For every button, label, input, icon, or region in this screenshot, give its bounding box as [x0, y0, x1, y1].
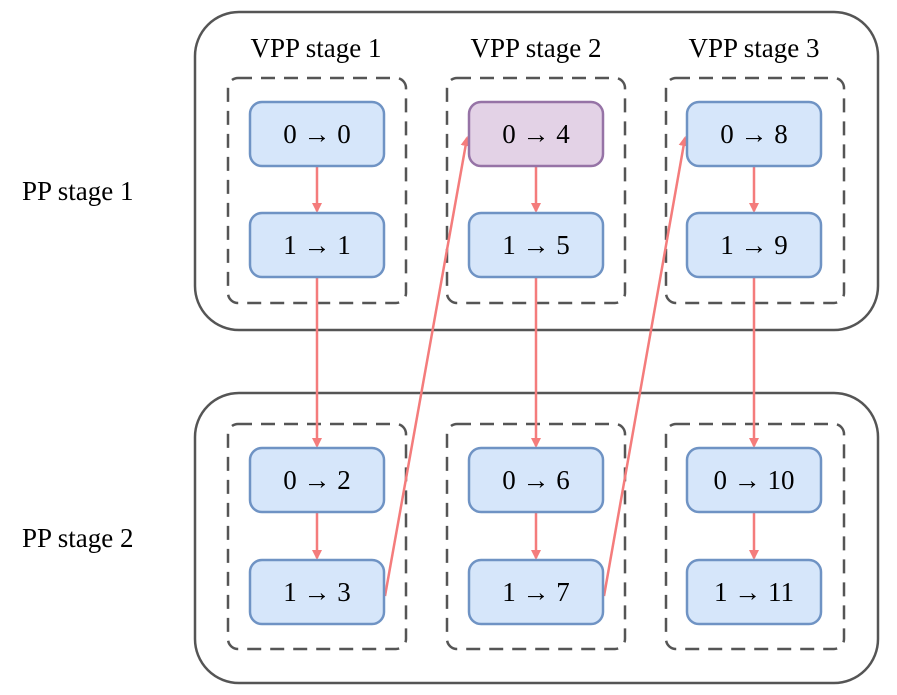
node-n8: 0 → 8 [685, 100, 823, 168]
node-n2: 0 → 2 [248, 446, 386, 514]
node-label: 0 → 8 [720, 119, 788, 149]
pp-stage-2-label: PP stage 2 [22, 523, 134, 553]
node-box [467, 100, 605, 168]
node-label: 1 → 11 [714, 577, 794, 607]
node-n1: 1 → 1 [248, 211, 386, 279]
node-n0: 0 → 0 [248, 100, 386, 168]
node-box [248, 211, 386, 279]
node-box [685, 100, 823, 168]
node-n10: 0 → 10 [685, 446, 823, 514]
node-box [467, 446, 605, 514]
node-box [685, 211, 823, 279]
node-label: 0 → 6 [502, 465, 570, 495]
vpp-stage-1-label: VPP stage 1 [250, 33, 381, 63]
node-label: 0 → 4 [502, 119, 570, 149]
node-box [467, 211, 605, 279]
edges-layer [312, 136, 759, 597]
pp-stage-1-label: PP stage 1 [22, 176, 134, 206]
nodes-layer: 0 → 0 1 → 1 0 → 2 1 → 3 0 → 4 1 → 5 0 → 6 1 → 7… [248, 100, 823, 626]
node-n5: 1 → 5 [467, 211, 605, 279]
node-box [248, 446, 386, 514]
node-n4: 0 → 4 [467, 100, 605, 168]
node-label: 0 → 0 [283, 119, 351, 149]
node-box [685, 558, 823, 626]
node-n3: 1 → 3 [248, 558, 386, 626]
node-box [467, 558, 605, 626]
edge-arrow-n7-n8 [602, 136, 689, 597]
node-n6: 0 → 6 [467, 446, 605, 514]
node-label: 1 → 3 [283, 577, 351, 607]
node-box [685, 446, 823, 514]
node-label: 1 → 9 [720, 230, 788, 260]
node-label: 1 → 1 [283, 230, 351, 260]
node-label: 0 → 2 [283, 465, 351, 495]
vpp-stage-2-label: VPP stage 2 [470, 33, 601, 63]
node-n11: 1 → 11 [685, 558, 823, 626]
node-box [248, 558, 386, 626]
node-label: 0 → 10 [714, 465, 795, 495]
node-n9: 1 → 9 [685, 211, 823, 279]
vpp-stage-3-label: VPP stage 3 [688, 33, 819, 63]
node-n7: 1 → 7 [467, 558, 605, 626]
node-label: 1 → 5 [502, 230, 570, 260]
node-box [248, 100, 386, 168]
edge-arrow-n3-n4 [383, 136, 471, 597]
node-label: 1 → 7 [502, 577, 570, 607]
